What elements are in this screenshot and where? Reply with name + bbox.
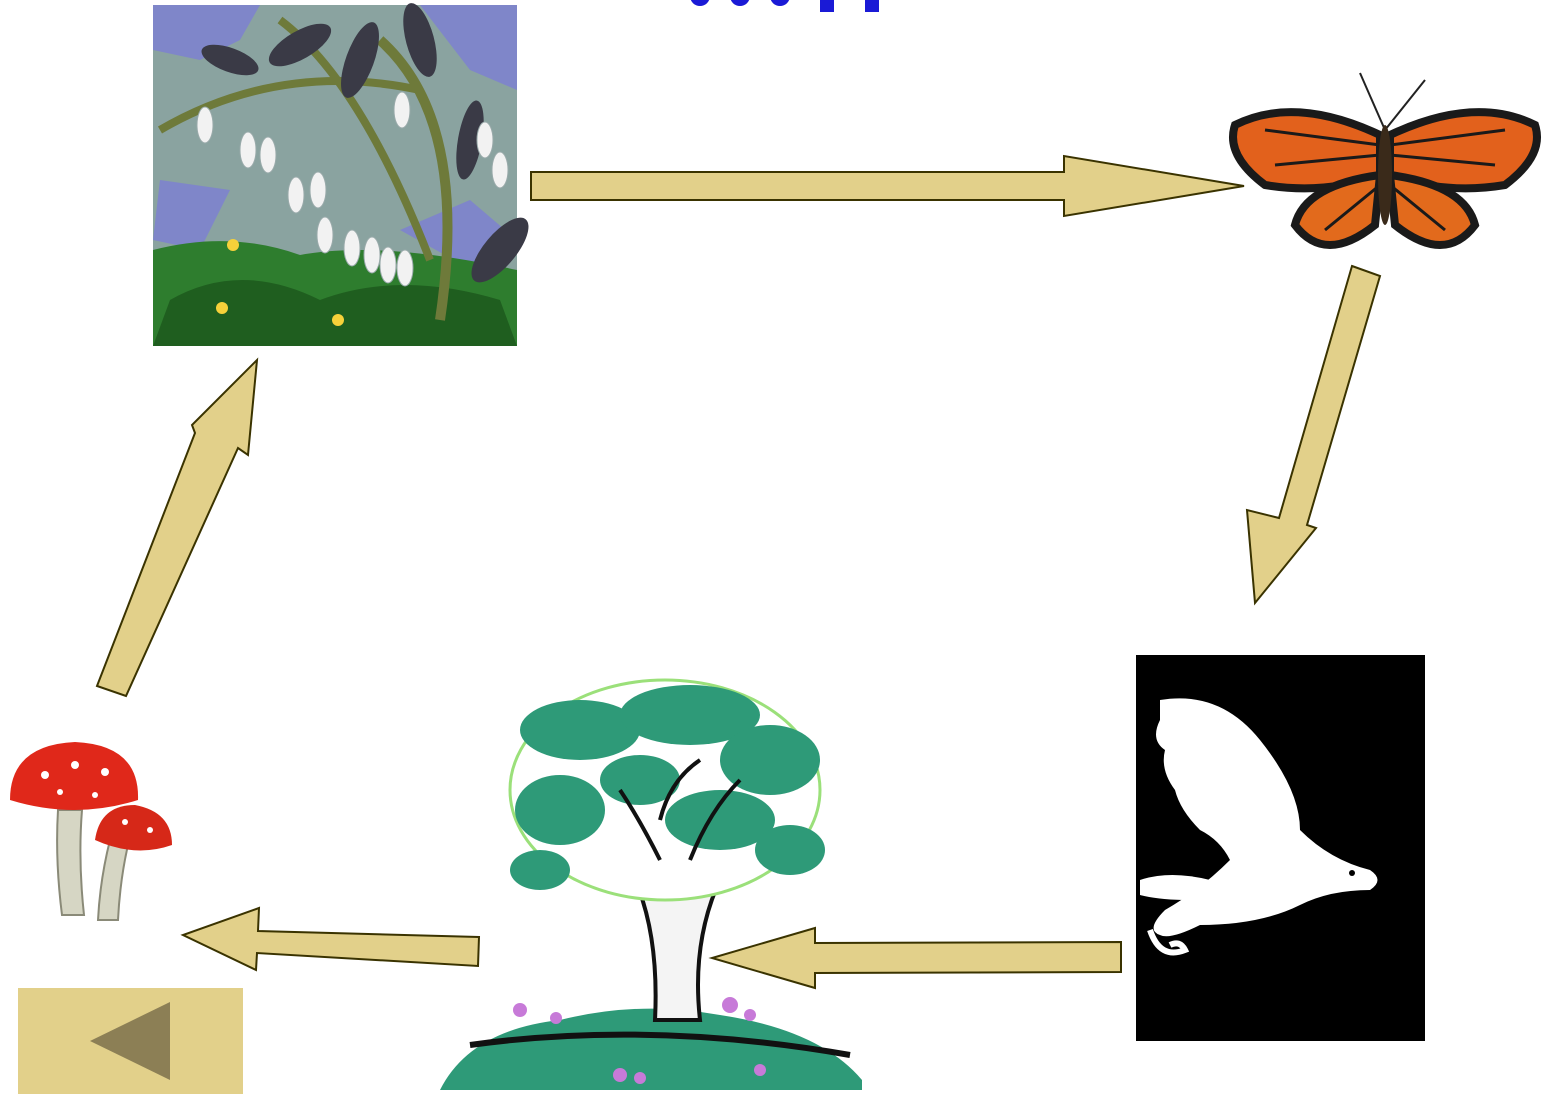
triangle-left-icon — [18, 988, 243, 1094]
arrow-mushroom-to-flowers — [97, 360, 257, 696]
arrow-bird-to-tree — [712, 928, 1121, 988]
mushroom-icon — [10, 742, 172, 920]
butterfly-icon — [1233, 73, 1537, 245]
back-button[interactable] — [18, 988, 243, 1094]
lily-of-the-valley-plant-icon — [153, 0, 538, 346]
arrow-flowers-to-butterfly — [531, 156, 1244, 216]
tree-icon — [440, 680, 862, 1090]
arrow-tree-to-mushroom — [183, 908, 479, 970]
arrow-butterfly-to-bird — [1247, 266, 1380, 603]
bird-of-prey-icon — [1136, 655, 1425, 1041]
